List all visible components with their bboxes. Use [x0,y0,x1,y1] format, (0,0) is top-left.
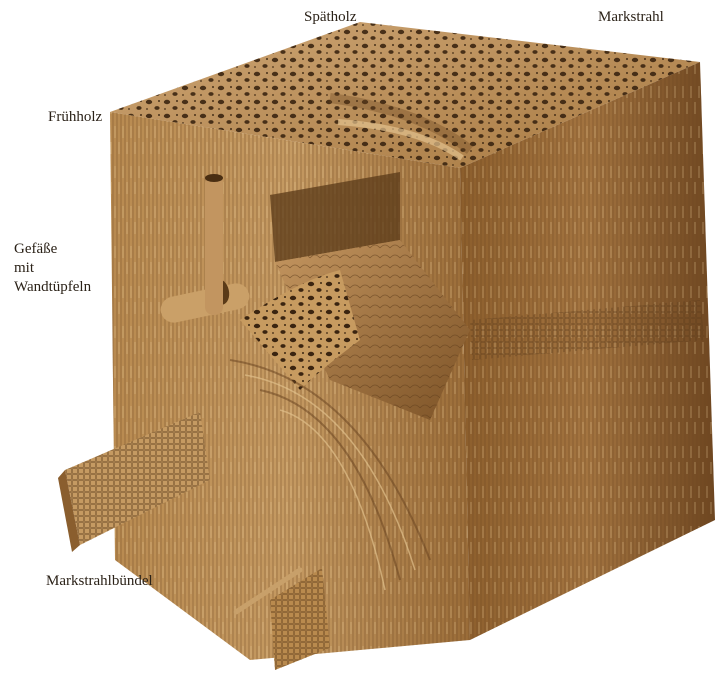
label-vessels-line2: mit [14,259,91,278]
label-latewood: Spätholz [304,8,357,27]
label-vessels-line3: Wandtüpfeln [14,278,91,297]
label-vessels-with-pits: Gefäße mit Wandtüpfeln [14,240,91,297]
label-ray-bundle: Markstrahlbündel [46,572,153,591]
label-earlywood: Frühholz [48,108,102,127]
label-vessels-line1: Gefäße [14,240,91,259]
label-medullary-ray: Markstrahl [598,8,664,27]
